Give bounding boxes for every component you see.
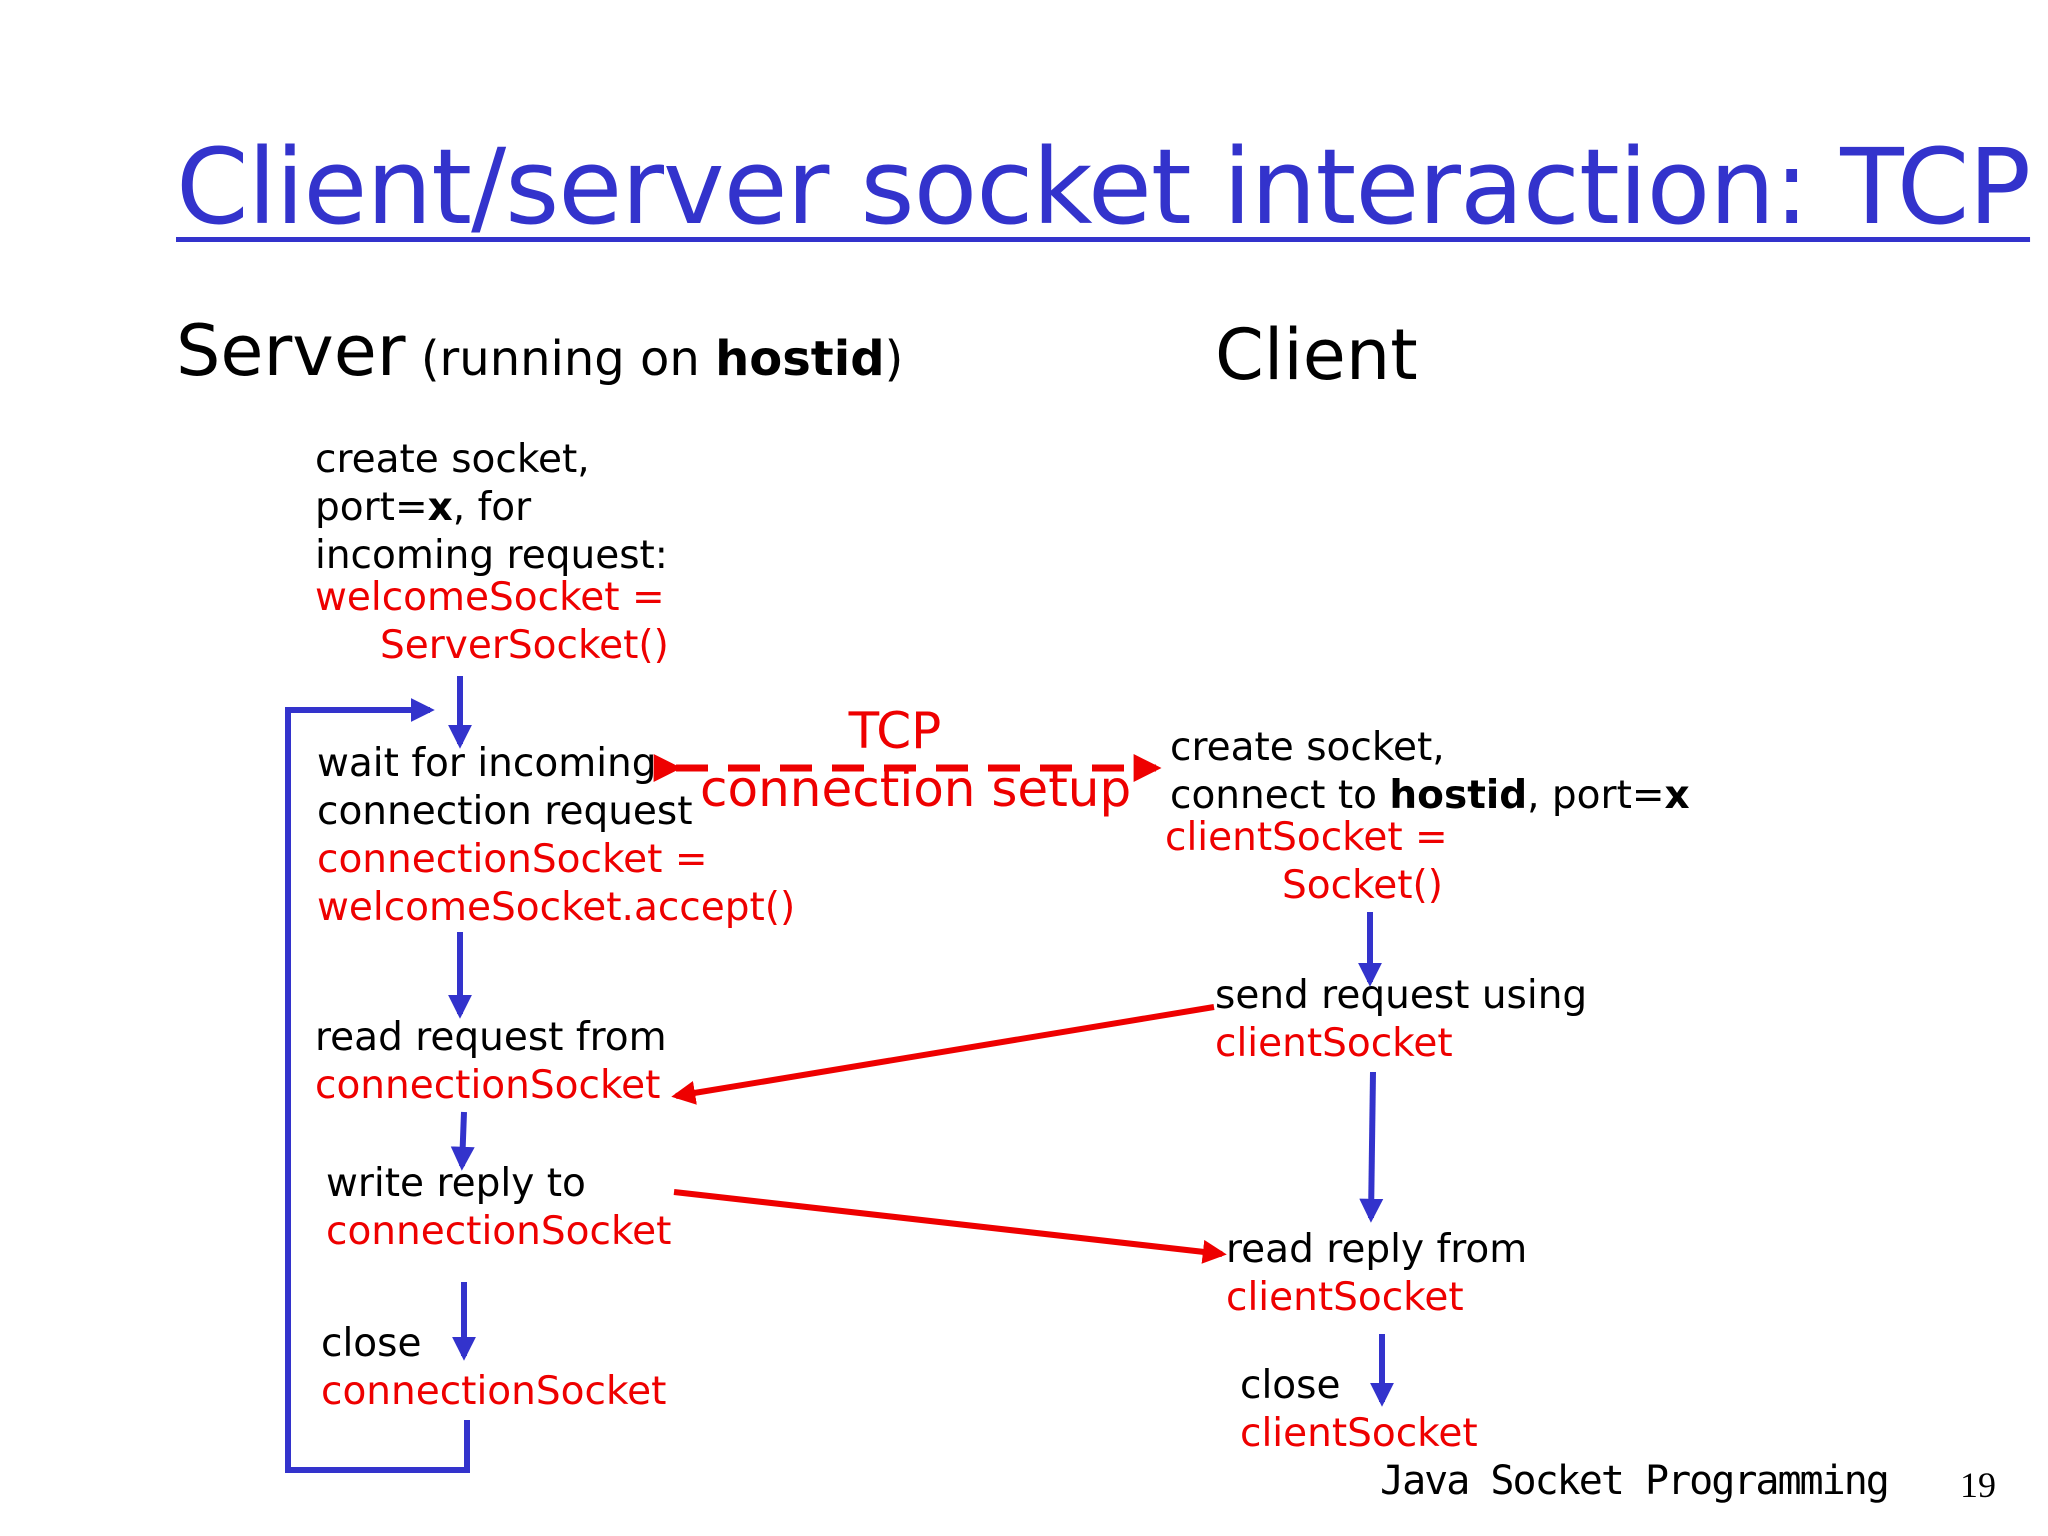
client-header: Client bbox=[1215, 314, 1418, 396]
slide-title: Client/server socket interaction: TCP bbox=[176, 126, 2031, 248]
server-wait-block: wait for incoming connection request con… bbox=[317, 740, 795, 932]
server-close-block: close connectionSocket bbox=[321, 1320, 666, 1416]
server-header: Server (running on hostid) bbox=[176, 310, 903, 392]
server-create-line1: create socket, bbox=[315, 437, 590, 482]
server-read-code: connectionSocket bbox=[315, 1063, 661, 1108]
request-message-arrow bbox=[671, 1004, 1215, 1105]
footer-text: Java Socket Programming bbox=[1380, 1458, 1890, 1504]
server-read-block: read request from connectionSocket bbox=[315, 1014, 667, 1110]
server-close-line1: close bbox=[321, 1321, 422, 1366]
client-create-line1: create socket, bbox=[1170, 725, 1445, 770]
server-hostid: hostid bbox=[715, 331, 885, 387]
connection-socket-code-2: welcomeSocket.accept() bbox=[317, 885, 796, 930]
client-read-block: read reply from clientSocket bbox=[1226, 1226, 1527, 1322]
reply-message-arrow bbox=[673, 1189, 1227, 1264]
server-create-line2: port=x, for bbox=[315, 485, 532, 530]
connection-socket-code-1: connectionSocket = bbox=[317, 837, 708, 882]
client-socket-code-2: Socket() bbox=[1282, 863, 1443, 908]
server-create-socket-block: create socket, port=x, for incoming requ… bbox=[315, 436, 669, 670]
server-write-code: connectionSocket bbox=[326, 1209, 672, 1254]
client-close-block: close clientSocket bbox=[1240, 1362, 1478, 1458]
client-send-block: send request using clientSocket bbox=[1215, 972, 1587, 1068]
server-paren-open: (running on bbox=[405, 331, 716, 387]
welcome-socket-code-1: welcomeSocket = bbox=[315, 575, 665, 620]
server-flow-arrow-3 bbox=[450, 1111, 475, 1171]
page-number: 19 bbox=[1960, 1465, 1996, 1505]
client-create-block: create socket, connect to hostid, port=x… bbox=[1165, 724, 1690, 910]
server-close-code: connectionSocket bbox=[321, 1369, 667, 1414]
server-create-line3: incoming request: bbox=[315, 533, 668, 578]
client-flow-arrow-2 bbox=[1359, 1071, 1384, 1223]
server-wait-line1: wait for incoming bbox=[317, 741, 657, 786]
server-read-line1: read request from bbox=[315, 1015, 667, 1060]
server-write-block: write reply to connectionSocket bbox=[326, 1160, 671, 1256]
client-socket-code-1: clientSocket = bbox=[1165, 815, 1448, 860]
client-send-code: clientSocket bbox=[1215, 1021, 1453, 1066]
server-label: Server bbox=[176, 310, 406, 392]
server-loop-arrow bbox=[285, 698, 470, 1473]
client-read-line1: read reply from bbox=[1226, 1227, 1528, 1272]
welcome-socket-code-2: ServerSocket() bbox=[380, 623, 669, 668]
client-read-code: clientSocket bbox=[1226, 1275, 1464, 1320]
server-wait-line2: connection request bbox=[317, 789, 693, 834]
server-paren-close: ) bbox=[884, 331, 904, 387]
client-create-line2: connect to hostid, port=x bbox=[1170, 773, 1690, 818]
client-send-line1: send request using bbox=[1215, 973, 1588, 1018]
client-close-line1: close bbox=[1240, 1363, 1341, 1408]
tcp-label-line1: TCP bbox=[848, 702, 942, 760]
client-close-code: clientSocket bbox=[1240, 1411, 1478, 1456]
